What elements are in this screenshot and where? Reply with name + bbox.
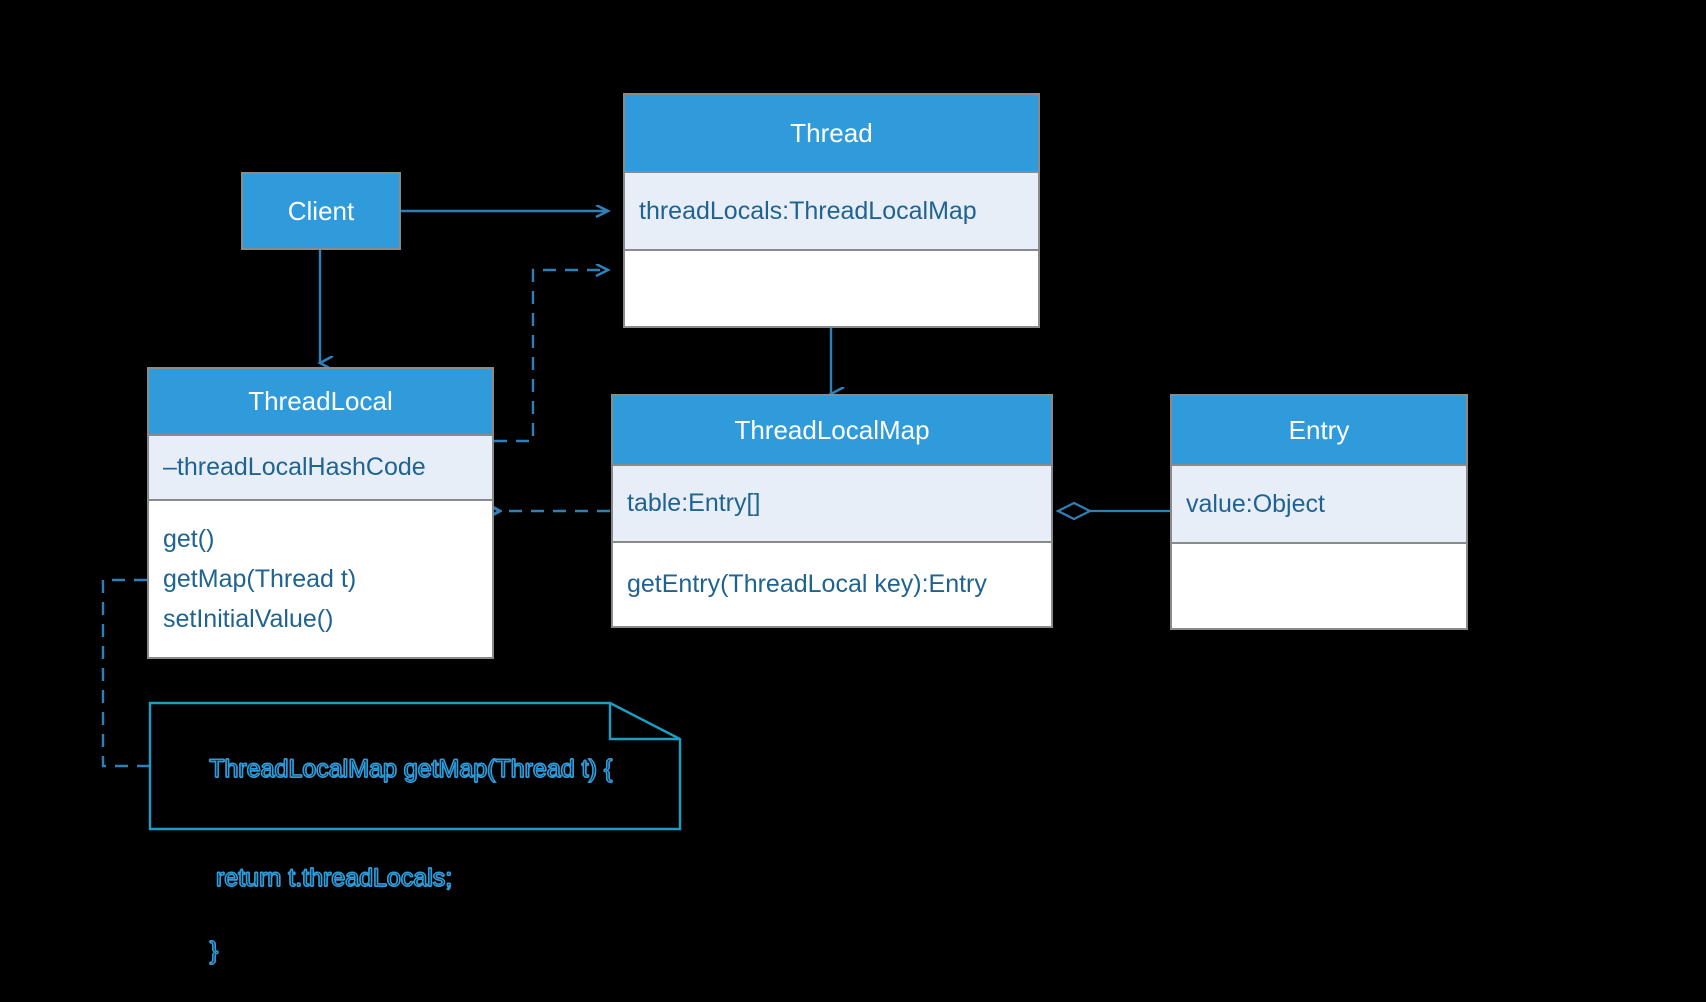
class-threadlocal-title: ThreadLocal bbox=[149, 369, 492, 436]
class-thread[interactable]: Thread threadLocals:ThreadLocalMap bbox=[623, 93, 1040, 328]
class-threadlocal-operations: get() getMap(Thread t) setInitialValue() bbox=[149, 501, 492, 657]
operation-row: setInitialValue() bbox=[163, 605, 334, 634]
edge-threadlocal-to-thread bbox=[494, 270, 608, 443]
class-entry-title: Entry bbox=[1172, 396, 1466, 466]
class-entry[interactable]: Entry value:Object bbox=[1170, 394, 1468, 630]
class-threadlocalmap-operations: getEntry(ThreadLocal key):Entry bbox=[613, 543, 1051, 626]
note-getmap[interactable]: ThreadLocalMap getMap(Thread t) { return… bbox=[150, 703, 680, 966]
class-client[interactable]: Client bbox=[241, 172, 401, 250]
note-body: ThreadLocalMap getMap(Thread t) { return… bbox=[168, 715, 613, 1002]
class-thread-attributes: threadLocals:ThreadLocalMap bbox=[625, 173, 1038, 251]
class-threadlocalmap-attributes: table:Entry[] bbox=[613, 466, 1051, 543]
edge-note-to-getmap bbox=[101, 578, 163, 768]
class-client-title: Client bbox=[243, 174, 399, 248]
attribute-row: value:Object bbox=[1186, 489, 1325, 518]
note-shape bbox=[148, 701, 682, 831]
attribute-row: table:Entry[] bbox=[627, 489, 761, 518]
attribute-row: threadLocals:ThreadLocalMap bbox=[639, 196, 977, 225]
edge-entry-to-threadlocalmap bbox=[1055, 501, 1170, 521]
class-thread-title: Thread bbox=[625, 95, 1038, 173]
class-threadlocal-attributes: –threadLocalHashCode bbox=[149, 436, 492, 501]
class-entry-attributes: value:Object bbox=[1172, 466, 1466, 544]
class-threadlocalmap[interactable]: ThreadLocalMap table:Entry[] getEntry(Th… bbox=[611, 394, 1053, 628]
note-line-1: ThreadLocalMap getMap(Thread t) { bbox=[209, 755, 613, 784]
operation-row: getEntry(ThreadLocal key):Entry bbox=[627, 570, 987, 599]
class-entry-operations bbox=[1172, 544, 1466, 628]
class-thread-operations bbox=[625, 251, 1038, 326]
attribute-row: –threadLocalHashCode bbox=[163, 453, 426, 482]
operation-row: get() bbox=[163, 524, 215, 553]
note-line-3: } bbox=[209, 936, 219, 965]
operation-row: getMap(Thread t) bbox=[163, 564, 357, 593]
note-line-2: return t.threadLocals; bbox=[215, 863, 453, 892]
class-threadlocalmap-title: ThreadLocalMap bbox=[613, 396, 1051, 466]
class-threadlocal[interactable]: ThreadLocal –threadLocalHashCode get() g… bbox=[147, 367, 494, 659]
